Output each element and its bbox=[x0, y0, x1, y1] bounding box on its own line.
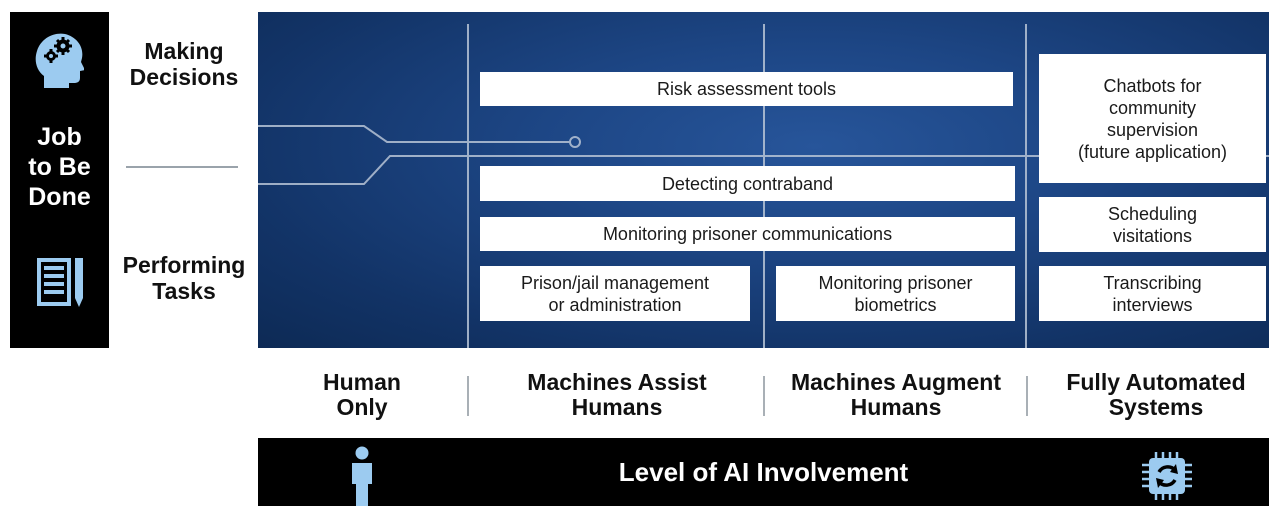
column-human-only: Human Only bbox=[323, 369, 401, 420]
task-prison-management: Prison/jail management or administration bbox=[480, 266, 750, 321]
making-decisions-label: Making Decisions bbox=[129, 38, 239, 90]
column-machines-augment: Machines Augment Humans bbox=[790, 369, 1001, 420]
task-transcribing: Transcribing interviews bbox=[1039, 266, 1266, 321]
performing-tasks-label: Performing Tasks bbox=[122, 252, 246, 304]
ai-chip-icon bbox=[1142, 452, 1192, 500]
task-monitoring-communications: Monitoring prisoner communications bbox=[480, 217, 1015, 251]
task-detecting-contraband: Detecting contraband bbox=[480, 166, 1015, 201]
column-fully-automated: Fully Automated Systems bbox=[1066, 369, 1246, 420]
column-machines-assist: Machines Assist Humans bbox=[527, 369, 707, 420]
task-chatbots: Chatbots for community supervision (futu… bbox=[1039, 54, 1266, 183]
row-divider bbox=[126, 166, 238, 168]
column-separator bbox=[467, 376, 469, 416]
ai-involvement-bar bbox=[258, 438, 1269, 506]
task-scheduling: Scheduling visitations bbox=[1039, 197, 1266, 252]
ai-involvement-panel: Risk assessment tools Detecting contraba… bbox=[258, 12, 1269, 348]
person-icon bbox=[352, 446, 372, 506]
task-risk-assessment: Risk assessment tools bbox=[480, 72, 1013, 106]
head-gears-icon bbox=[35, 33, 84, 88]
document-pencil-icon bbox=[37, 258, 83, 307]
column-separator bbox=[1026, 376, 1028, 416]
ai-involvement-title: Level of AI Involvement bbox=[618, 457, 909, 487]
task-monitoring-biometrics: Monitoring prisoner biometrics bbox=[776, 266, 1015, 321]
column-separator bbox=[763, 376, 765, 416]
job-to-be-done-label: Job to Be Done bbox=[28, 123, 91, 211]
